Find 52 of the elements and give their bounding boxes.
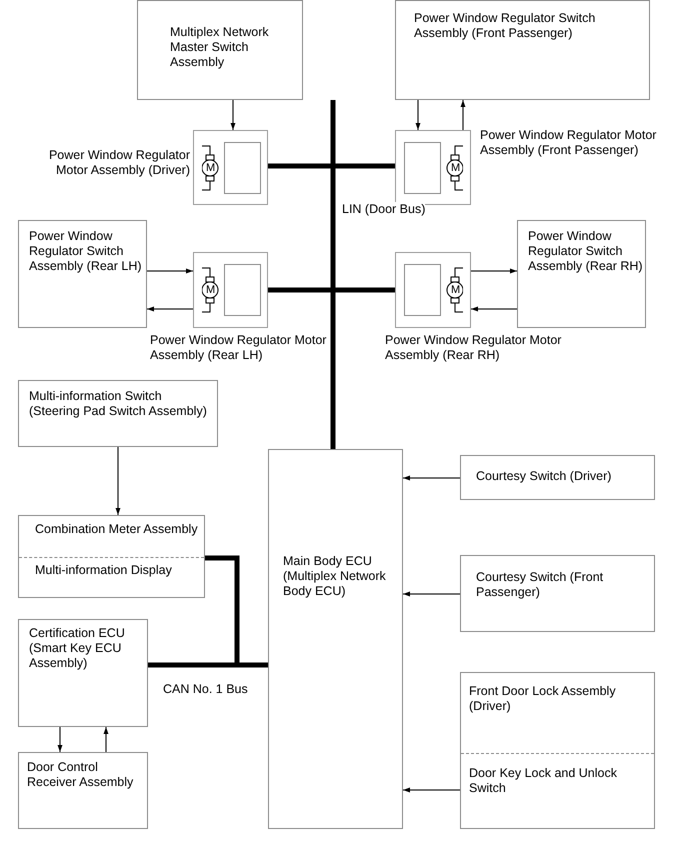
component-label: Power Window Regulator Motor Assembly (Front Passenger) [480, 128, 658, 158]
component-label: Power Window Regulator Motor Assembly (Driver) [48, 148, 190, 178]
arrow [230, 100, 236, 130]
arrow [402, 592, 460, 596]
component-label: Power Window Regulator Switch Assembly (Front Passenger) [414, 11, 596, 41]
arrow [116, 446, 120, 516]
component-label: Main Body ECU (Multiplex Network Body ECU) [283, 554, 387, 599]
arrow [470, 306, 518, 312]
arrow [470, 268, 518, 274]
motor-label: M [206, 284, 216, 296]
component-label: Door Control Receiver Assembly [27, 760, 134, 790]
arrow [402, 788, 460, 792]
component-box [18, 752, 148, 829]
arrow [460, 100, 466, 130]
motor-assembly-box [395, 130, 471, 205]
motor-label: M [451, 284, 460, 296]
component-box [137, 0, 303, 100]
motor-assembly-box [395, 252, 471, 328]
component-box [18, 619, 148, 727]
ecu-box [268, 449, 403, 829]
component-label: Power Window Regulator Switch Assembly (Rear RH) [528, 229, 643, 274]
component-box [517, 220, 646, 328]
component-label: Multiplex Network Master Switch Assembly [170, 25, 270, 70]
arrow [416, 100, 420, 130]
component-box [460, 455, 655, 500]
component-box [395, 0, 650, 100]
component-box [460, 672, 655, 829]
motor-label: M [451, 162, 460, 174]
component-label: Courtesy Switch (Front Passenger) [476, 570, 604, 600]
component-box [18, 515, 205, 598]
component-label: Certification ECU (Smart Key ECU Assembly) [29, 626, 126, 671]
arrow [146, 306, 194, 312]
motor-assembly-box [193, 252, 268, 328]
component-box [18, 220, 147, 328]
edge-label: LIN (Door Bus) [342, 202, 426, 217]
component-label: Combination Meter Assembly [35, 522, 199, 537]
component-label: Power Window Regulator Switch Assembly (Rear LH) [29, 229, 143, 274]
component-label: Power Window Regulator Motor Assembly (Rear RH) [385, 333, 562, 363]
component-label: Courtesy Switch (Driver) [476, 469, 612, 484]
arrow [146, 268, 194, 274]
component-box [460, 555, 655, 632]
component-box [18, 380, 218, 447]
component-label: Multi-information Switch (Steering Pad Switch Assembly) [29, 389, 208, 419]
component-label: Multi-information Display [35, 563, 173, 578]
arrow [104, 726, 108, 752]
motor-label: M [206, 162, 216, 174]
arrow [58, 726, 62, 752]
arrow [402, 476, 460, 480]
component-label: Front Door Lock Assembly (Driver) [469, 684, 617, 714]
component-label: Power Window Regulator Motor Assembly (Rear LH) [150, 333, 328, 363]
component-label: Door Key Lock and Unlock Switch [469, 766, 618, 796]
motor-assembly-box [193, 130, 268, 205]
